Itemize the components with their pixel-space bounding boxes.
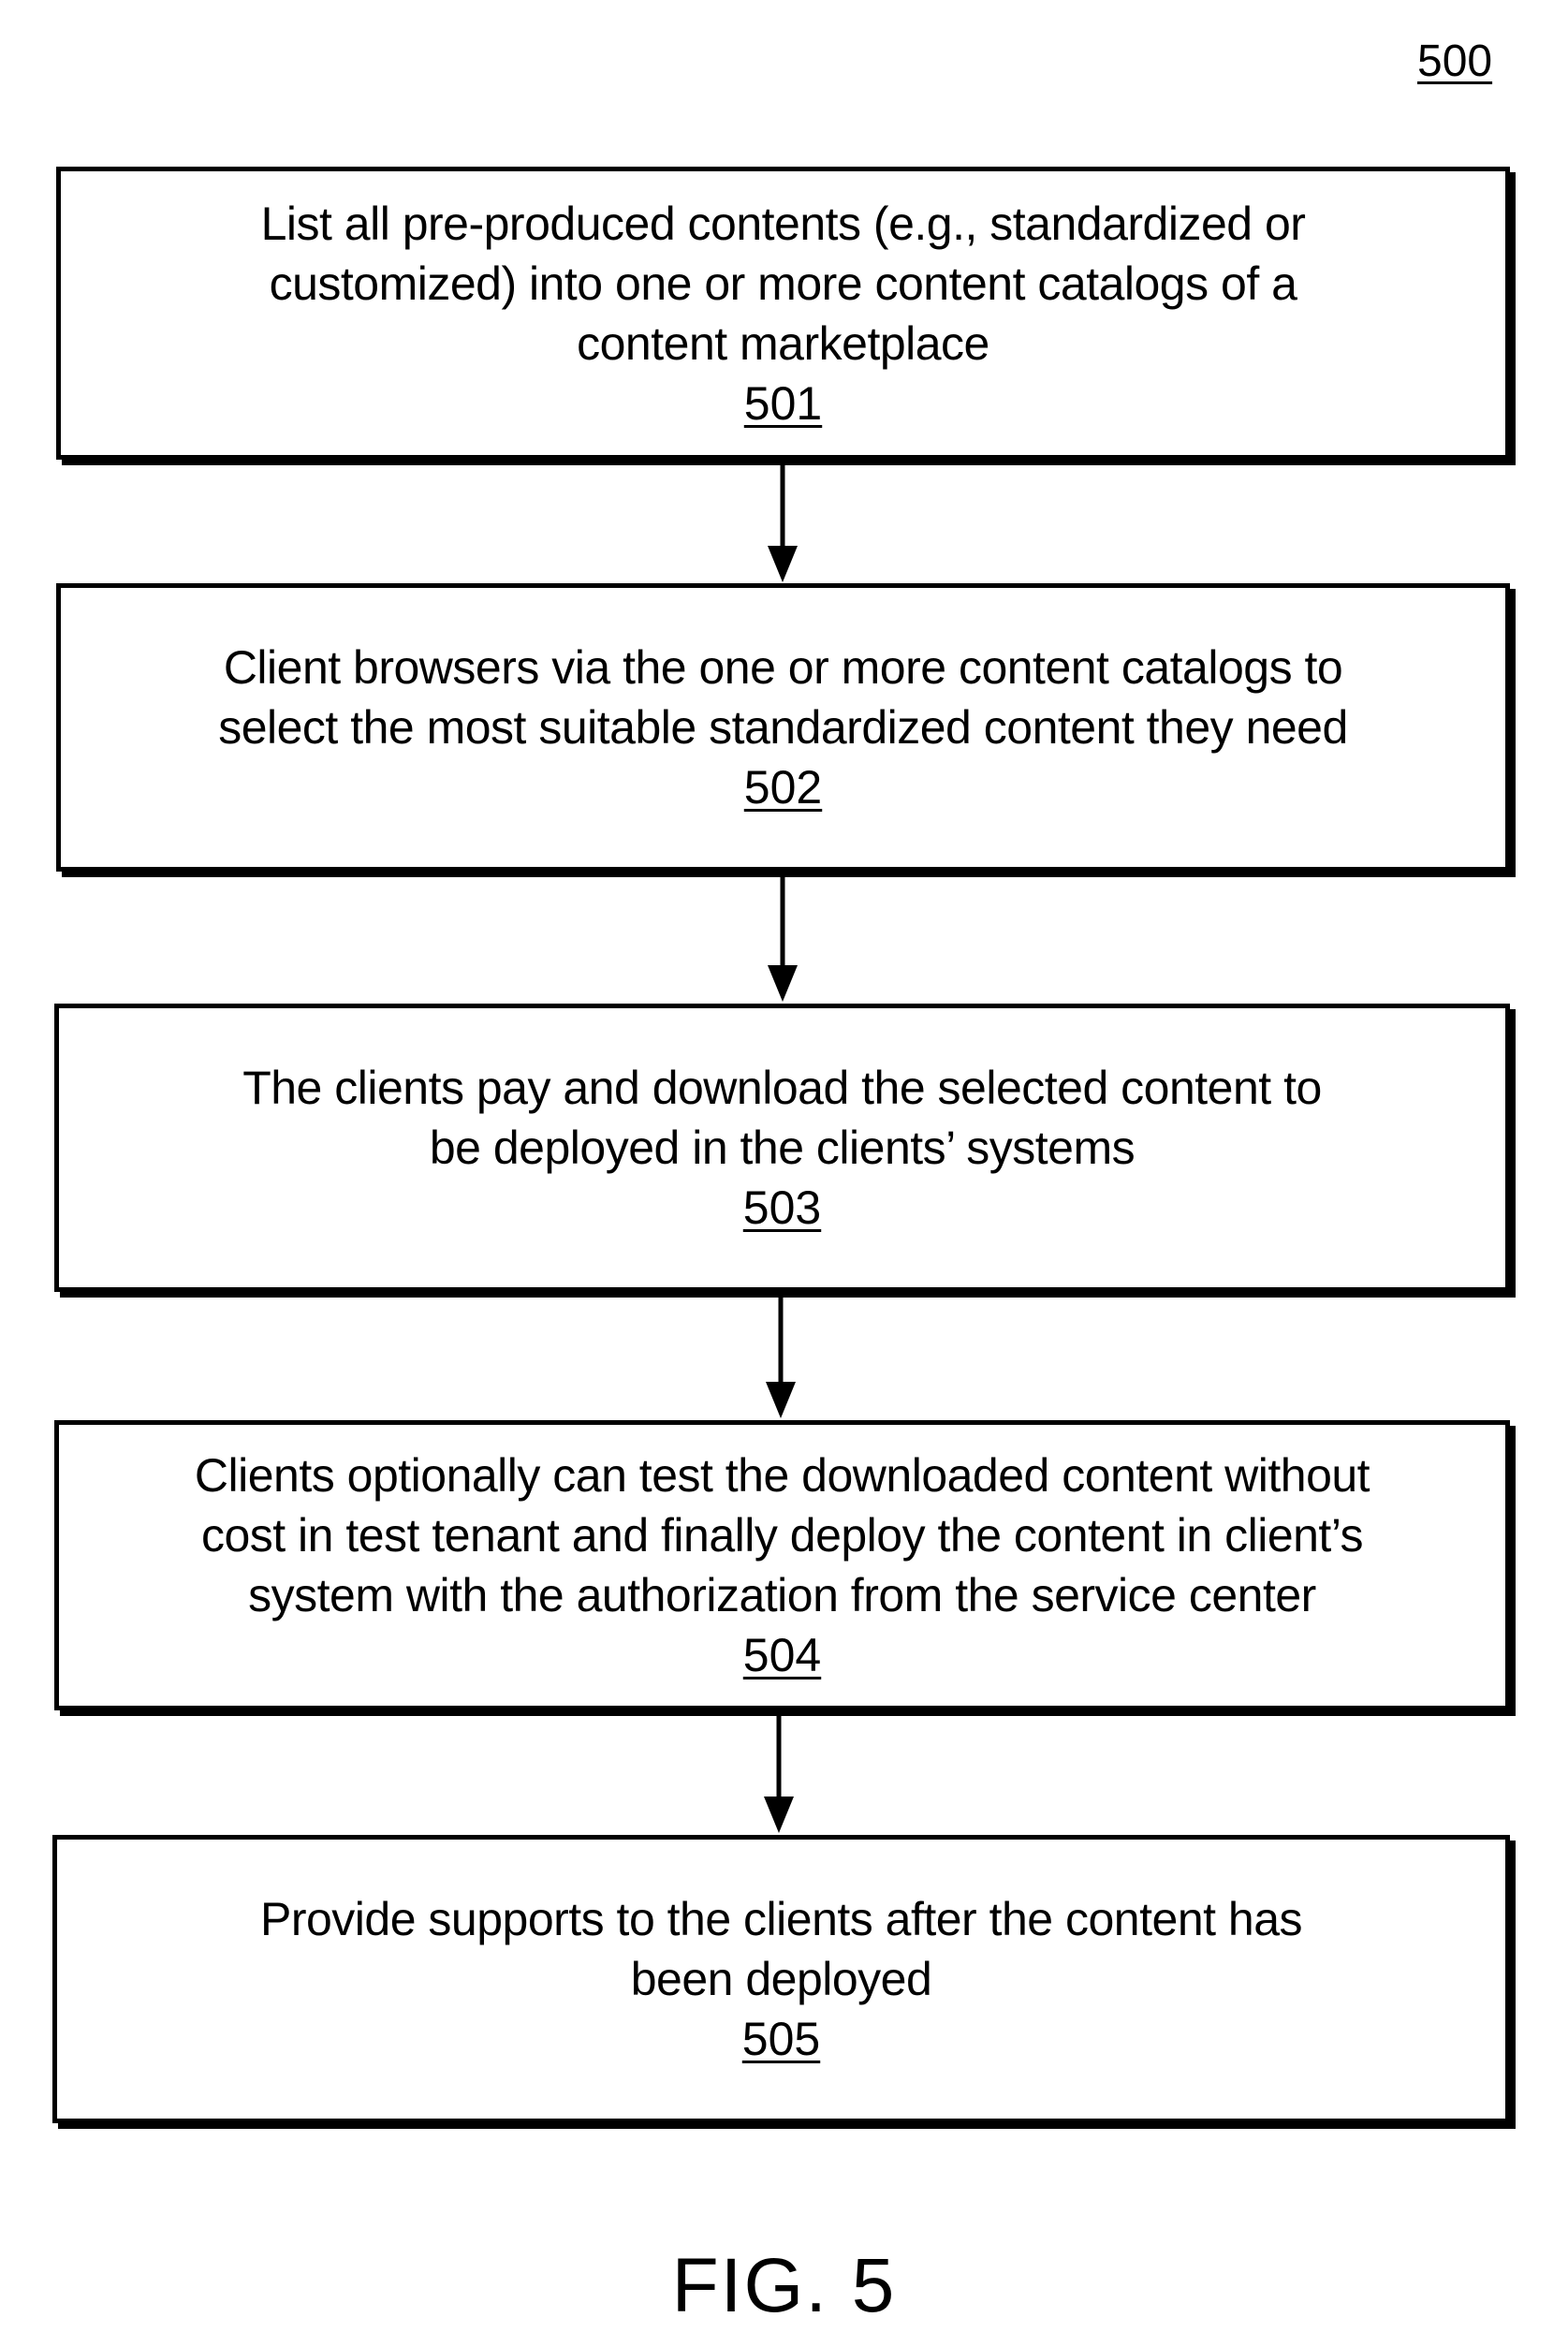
step-text: Clients optionally can test the download…: [193, 1445, 1372, 1625]
arrow-502-to-503: [768, 877, 798, 1002]
step-number: 504: [743, 1625, 821, 1685]
figure-reference-number: 500: [1417, 36, 1492, 87]
step-number: 501: [744, 374, 822, 433]
step-box-505: Provide supports to the clients after th…: [52, 1835, 1510, 2123]
step-box-501: List all pre-produced contents (e.g., st…: [56, 167, 1510, 460]
step-box-503: The clients pay and download the selecte…: [54, 1004, 1510, 1292]
step-text: The clients pay and download the selecte…: [221, 1058, 1344, 1178]
figure-caption: FIG. 5: [0, 2242, 1568, 2330]
step-box-504: Clients optionally can test the download…: [54, 1420, 1510, 1710]
arrow-503-to-504: [766, 1298, 796, 1418]
step-number: 503: [743, 1178, 821, 1238]
step-text: Client browsers via the one or more cont…: [198, 638, 1369, 757]
arrow-501-to-502: [768, 465, 798, 582]
step-text: Provide supports to the clients after th…: [243, 1889, 1320, 2009]
step-box-502: Client browsers via the one or more cont…: [56, 583, 1510, 872]
step-text: List all pre-produced contents (e.g., st…: [198, 194, 1369, 374]
step-number: 502: [744, 757, 822, 817]
arrow-504-to-505: [764, 1716, 794, 1833]
step-number: 505: [742, 2009, 820, 2069]
